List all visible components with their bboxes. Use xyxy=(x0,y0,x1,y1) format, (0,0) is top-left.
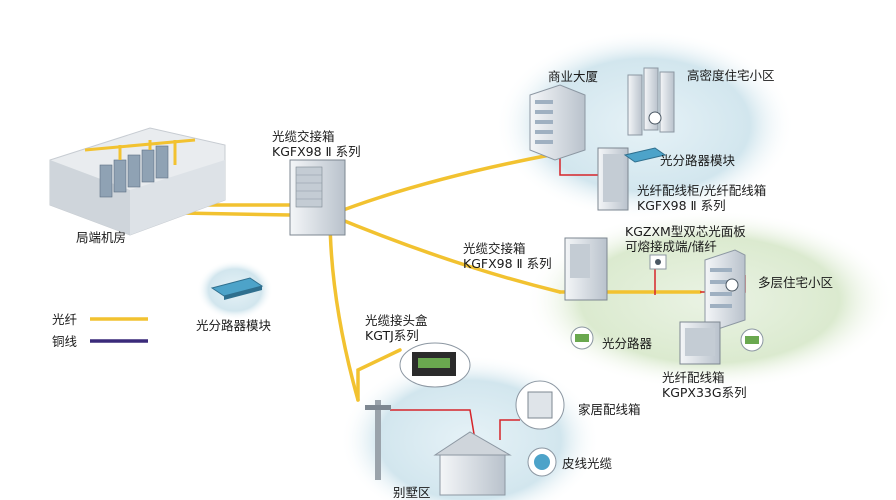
label-dist-box-line2: KGPX33G系列 xyxy=(662,385,747,400)
central-office-illustration xyxy=(49,127,226,236)
label-splitter-module-left: 光分路器模块 xyxy=(196,318,272,333)
commercial-building-illustration xyxy=(529,84,586,161)
label-high-density: 高密度住宅小区 xyxy=(687,68,775,83)
label-joint: 光缆接头盒 KGTJ系列 xyxy=(365,313,428,343)
label-odf: 光纤配线柜/光纤配线箱 KGFX98 Ⅱ 系列 xyxy=(637,183,766,213)
label-cabinet-mid-line2: KGFX98 Ⅱ 系列 xyxy=(463,256,552,271)
label-cabinet-main-line1: 光缆交接箱 xyxy=(272,129,335,144)
label-cabinet-mid: 光缆交接箱 KGFX98 Ⅱ 系列 xyxy=(463,241,552,271)
label-joint-line2: KGTJ系列 xyxy=(365,328,419,343)
joint-box-illustration xyxy=(399,342,471,388)
label-odf-line1: 光纤配线柜/光纤配线箱 xyxy=(637,183,767,198)
odf-cabinet-illustration xyxy=(597,147,629,211)
legend-copper-label: 铜线 xyxy=(52,334,78,349)
splitter-module-left-illustration xyxy=(210,277,264,300)
label-splitter-right: 光分路器 xyxy=(602,336,653,351)
label-villa: 别墅区 xyxy=(393,485,431,500)
cabinet-mid-illustration xyxy=(564,237,608,301)
label-cabinet-main-line2: KGFX98 Ⅱ 系列 xyxy=(272,144,361,159)
drop-cable-illustration xyxy=(527,447,557,477)
high-density-building-illustration xyxy=(627,67,675,136)
utility-pole-illustration xyxy=(365,400,391,480)
label-splitter-module-top: 光分路器模块 xyxy=(660,153,736,168)
label-dist-box-line1: 光纤配线箱 xyxy=(662,370,725,385)
label-dist-box: 光纤配线箱 KGPX33G系列 xyxy=(662,370,747,400)
home-box-illustration xyxy=(515,380,565,430)
label-panel: KGZXM型双芯光面板 可熔接成端/储纤 xyxy=(625,224,746,254)
label-panel-line1: KGZXM型双芯光面板 xyxy=(625,224,746,239)
multi-storey-building-illustration xyxy=(704,249,746,331)
label-drop-cable: 皮线光缆 xyxy=(562,456,613,471)
label-central-office: 局端机房 xyxy=(76,230,127,245)
optical-panel-illustration xyxy=(649,254,667,270)
legend-fiber-label: 光纤 xyxy=(52,312,78,327)
label-cabinet-main: 光缆交接箱 KGFX98 Ⅱ 系列 xyxy=(272,129,361,159)
label-commercial: 商业大厦 xyxy=(548,69,599,84)
label-panel-line2: 可熔接成端/储纤 xyxy=(625,239,717,254)
label-cabinet-mid-line1: 光缆交接箱 xyxy=(463,241,526,256)
splitter-module-top-illustration xyxy=(623,147,667,163)
label-odf-line2: KGFX98 Ⅱ 系列 xyxy=(637,198,726,213)
cabinet-main-illustration xyxy=(289,159,346,236)
splitter-right-illustration xyxy=(570,326,594,350)
label-home-box: 家居配线箱 xyxy=(578,402,641,417)
villa-illustration xyxy=(433,431,512,496)
label-joint-line1: 光缆接头盒 xyxy=(365,313,428,328)
dist-box-illustration xyxy=(679,321,764,365)
label-multi-storey: 多层住宅小区 xyxy=(758,275,834,290)
